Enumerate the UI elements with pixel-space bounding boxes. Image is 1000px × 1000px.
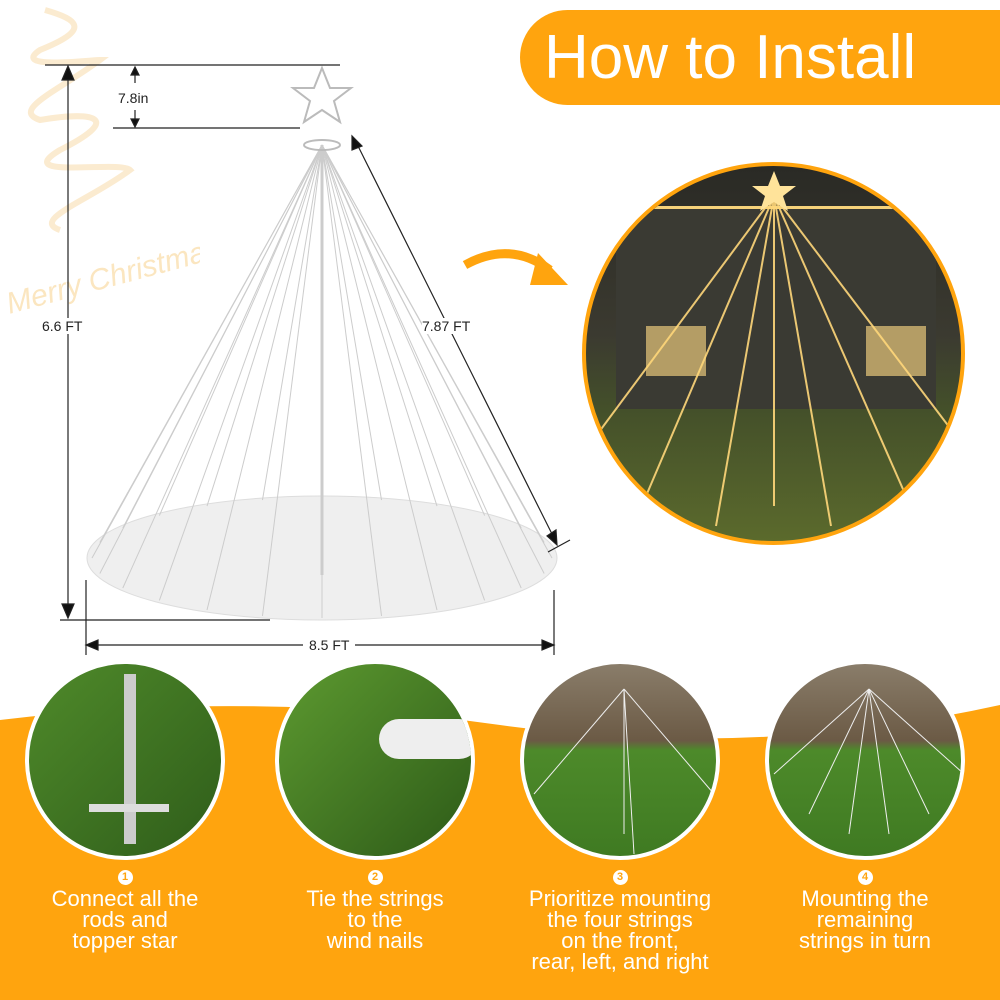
tree-dimension-diagram xyxy=(45,64,571,655)
merry-christmas-watermark: Merry Christmas xyxy=(3,7,200,321)
light-string xyxy=(321,144,522,529)
light-string xyxy=(321,144,383,617)
star-height-label: 7.8in xyxy=(118,90,149,106)
step-text-line: Prioritize mounting xyxy=(528,886,712,911)
step-text-line: Tie the strings xyxy=(306,886,444,911)
step-number: 1 xyxy=(117,870,133,885)
light-string xyxy=(122,144,323,589)
curved-arrow-icon xyxy=(462,249,568,285)
step-text-line: Mounting the xyxy=(801,886,929,911)
star-topper-icon xyxy=(290,65,354,125)
step-text-line: to the xyxy=(347,907,403,932)
light-string xyxy=(321,144,383,501)
light-string xyxy=(321,144,486,601)
step-3-photo xyxy=(520,660,720,860)
step-1-photo xyxy=(25,660,225,860)
light-string xyxy=(321,144,545,543)
step-text-line: topper star xyxy=(72,928,178,953)
step-number: 2 xyxy=(367,870,383,885)
step-number: 4 xyxy=(857,870,873,885)
base-diameter-label: 8.5 FT xyxy=(303,637,356,653)
step-text-line: the four strings xyxy=(547,907,693,932)
light-string xyxy=(99,144,323,543)
step-text-line: on the front, xyxy=(561,928,679,953)
light-string xyxy=(122,144,323,529)
light-string xyxy=(321,144,522,589)
step-text-line: strings in turn xyxy=(798,928,932,953)
steps-background xyxy=(0,705,1000,1000)
step-text-line: rear, left, and right xyxy=(531,949,709,974)
step-text-line: rods and xyxy=(82,907,168,932)
light-string xyxy=(206,144,323,507)
total-height-label: 6.6 FT xyxy=(42,318,83,334)
step-text-line: remaining xyxy=(816,907,914,932)
light-string xyxy=(261,144,323,617)
light-string xyxy=(158,144,323,601)
how-to-install-banner: How to Install xyxy=(520,10,1000,105)
step-4-photo xyxy=(765,660,965,860)
step-text-line: Connect all the xyxy=(51,886,199,911)
top-ring xyxy=(303,139,341,151)
light-string xyxy=(321,144,438,611)
step-2-photo xyxy=(275,660,475,860)
light-string xyxy=(158,144,323,516)
light-string xyxy=(321,144,486,516)
step-text-line: wind nails xyxy=(326,928,424,953)
step-number: 3 xyxy=(612,870,628,885)
page-title: How to Install xyxy=(544,23,917,92)
installed-tree-photo xyxy=(582,162,965,545)
light-string xyxy=(321,144,438,507)
light-string xyxy=(261,144,323,501)
light-string xyxy=(206,144,323,611)
string-length-label: 7.87 FT xyxy=(422,318,471,334)
